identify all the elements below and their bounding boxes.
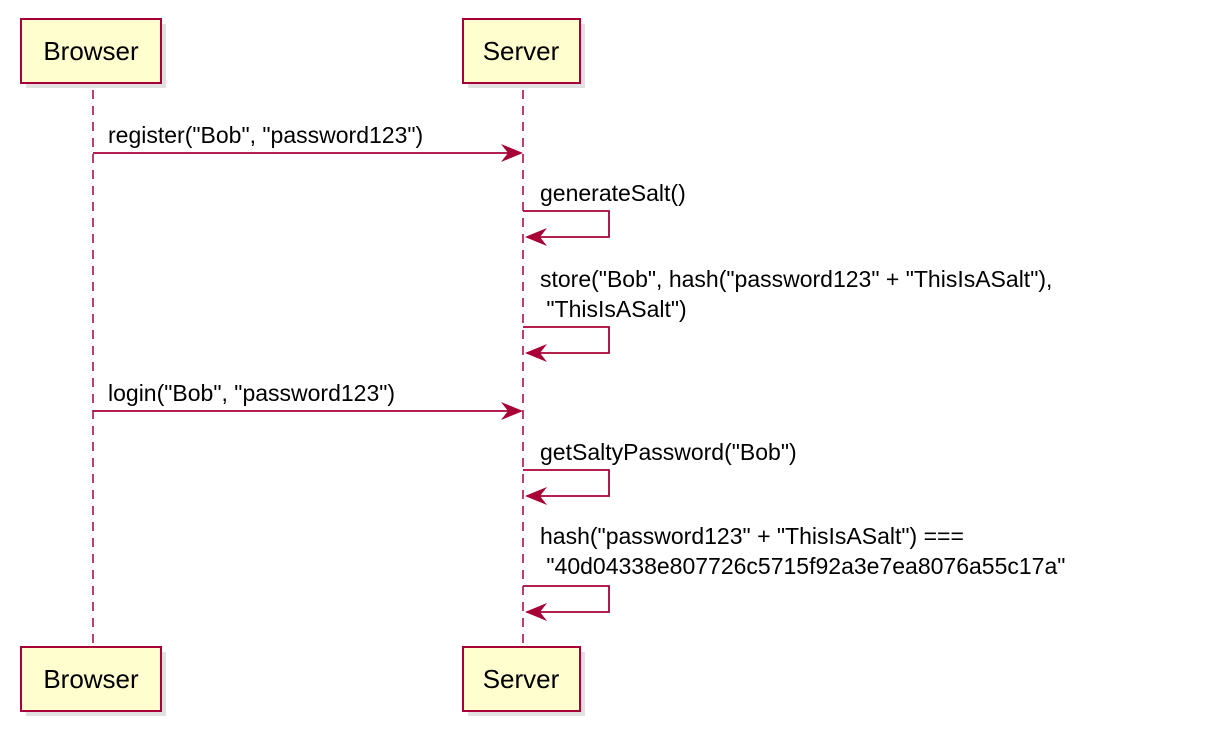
- message-login: login("Bob", "password123"): [93, 380, 523, 420]
- participant-server-bottom: Server: [462, 646, 585, 716]
- participant-label: Browser: [43, 36, 139, 66]
- participant-server-top: Server: [462, 18, 585, 88]
- message-store: store("Bob", hash("password123" + "ThisI…: [523, 266, 1052, 362]
- participant-browser-bottom: Browser: [20, 646, 166, 716]
- message-label: "40d04338e807726c5715f92a3e7ea8076a55c17…: [540, 553, 1065, 579]
- message-hash-compare: hash("password123" + "ThisIsASalt") === …: [523, 523, 1065, 621]
- arrowhead-icon: [525, 228, 547, 246]
- participant-label: Browser: [43, 664, 139, 694]
- message-register: register("Bob", "password123"): [93, 122, 523, 162]
- participant-browser-top: Browser: [20, 18, 166, 88]
- message-label: generateSalt(): [540, 180, 686, 206]
- message-label: hash("password123" + "ThisIsASalt") ===: [540, 523, 964, 549]
- message-generate-salt: generateSalt(): [523, 180, 686, 246]
- arrowhead-icon: [501, 402, 523, 420]
- message-label: "ThisIsASalt"): [540, 296, 687, 322]
- message-arrow-line: [523, 210, 610, 238]
- arrowhead-icon: [525, 344, 547, 362]
- message-label: store("Bob", hash("password123" + "ThisI…: [540, 266, 1052, 292]
- arrowhead-icon: [501, 144, 523, 162]
- message-arrow-line: [523, 469, 610, 497]
- arrowhead-icon: [525, 603, 547, 621]
- participant-label: Server: [483, 664, 560, 694]
- arrowhead-icon: [525, 487, 547, 505]
- participant-label: Server: [483, 36, 560, 66]
- message-arrow-line: [523, 585, 610, 613]
- message-label: login("Bob", "password123"): [108, 380, 395, 406]
- message-label: getSaltyPassword("Bob"): [540, 439, 797, 465]
- message-arrow-line: [523, 326, 610, 354]
- message-get-salty-password: getSaltyPassword("Bob"): [523, 439, 797, 505]
- message-label: register("Bob", "password123"): [108, 122, 423, 148]
